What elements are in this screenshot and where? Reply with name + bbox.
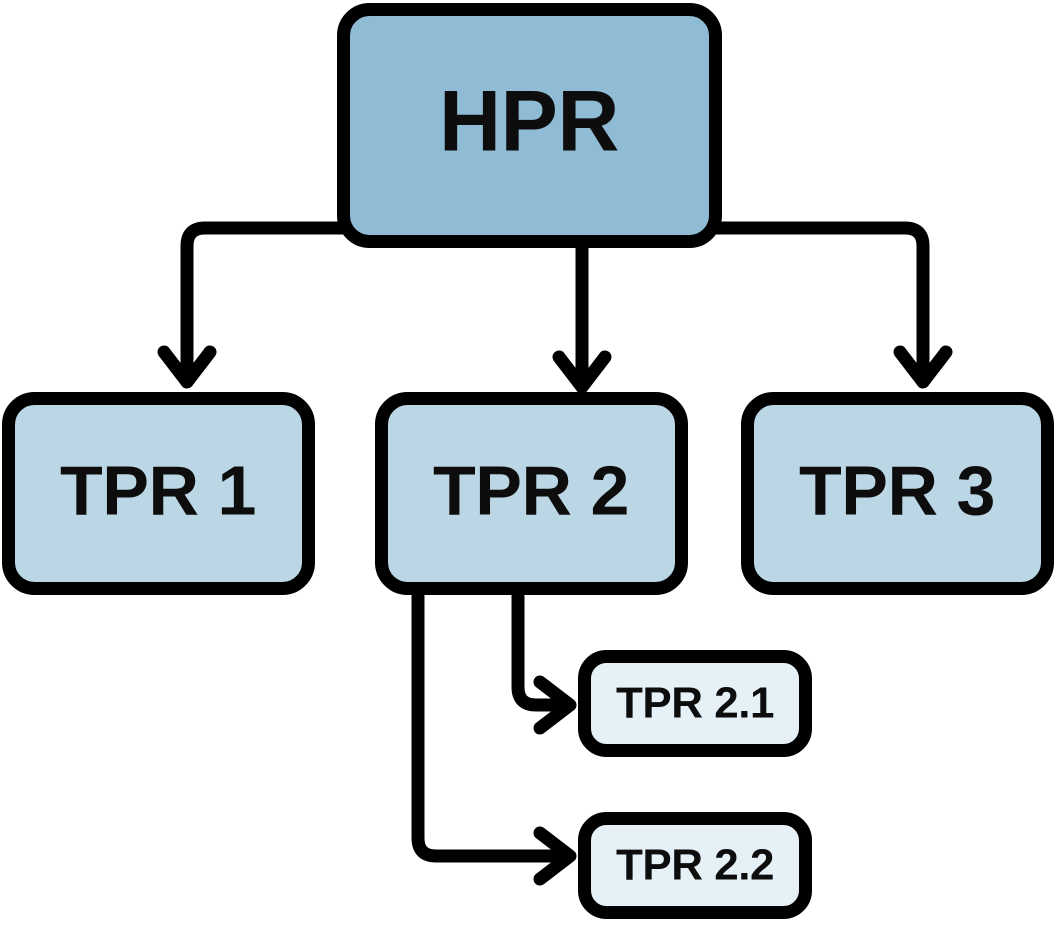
node-tpr22-label: TPR 2.2 [616,841,774,890]
node-tpr1-label: TPR 1 [60,451,256,529]
edge-hpr-to-tpr1-line [180,221,367,385]
node-tpr21-box[interactable] [578,650,812,757]
edge-hpr-to-tpr3-arrowhead [893,345,953,389]
node-tpr2[interactable]: TPR 2 [375,392,688,595]
node-tpr22[interactable]: TPR 2.2 [578,812,812,919]
node-tpr2-label: TPR 2 [433,451,629,529]
node-tpr21-label: TPR 2.1 [616,679,774,728]
node-tpr3-box[interactable] [741,392,1054,595]
node-tpr1[interactable]: TPR 1 [2,392,315,595]
edge-hpr-to-tpr2-arrowhead [552,350,612,394]
node-tpr1-box[interactable] [2,392,315,595]
node-tpr21[interactable]: TPR 2.1 [578,650,812,757]
edge-tpr2-to-tpr21-arrowhead [533,675,577,735]
edge-tpr2-to-tpr21-line [511,589,573,712]
node-tpr3[interactable]: TPR 3 [741,392,1054,595]
edge-tpr2-to-tpr22-line [411,589,573,863]
node-hpr-label: HPR [439,74,619,170]
edge-hpr-to-tpr3 [693,221,953,389]
edge-tpr2-to-tpr21 [511,589,577,735]
node-hpr[interactable]: HPR [337,3,722,248]
node-tpr2-box[interactable] [375,392,688,595]
edge-tpr2-to-tpr22-arrowhead [533,826,577,886]
edge-hpr-to-tpr3-line [693,221,930,385]
connector-layer [157,221,953,886]
edge-tpr2-to-tpr22 [411,589,577,886]
node-hpr-box[interactable] [337,3,722,248]
node-tpr3-label: TPR 3 [799,451,995,529]
edge-hpr-to-tpr1-arrowhead [157,345,217,389]
edge-hpr-to-tpr2 [552,241,612,394]
edge-hpr-to-tpr1 [157,221,367,389]
node-tpr22-box[interactable] [578,812,812,919]
